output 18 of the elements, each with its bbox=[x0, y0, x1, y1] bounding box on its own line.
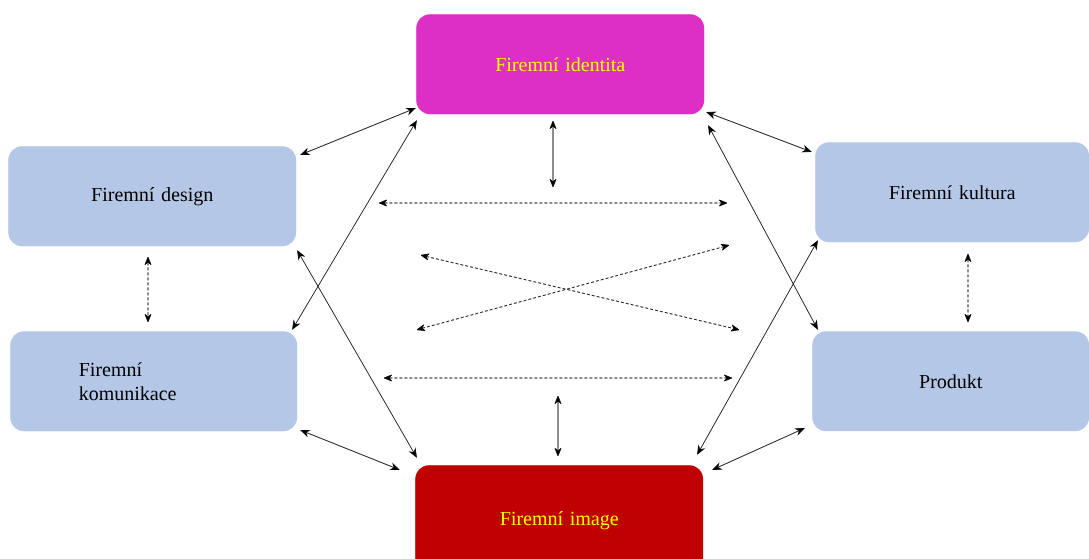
dashed-arrow bbox=[144, 256, 152, 323]
process-box: Produkt bbox=[812, 331, 1089, 432]
process-box: Firemní design bbox=[8, 146, 297, 247]
dashed-arrow bbox=[964, 253, 972, 323]
arrow bbox=[292, 120, 417, 330]
arrow bbox=[554, 395, 562, 457]
arrow bbox=[712, 428, 805, 470]
arrow bbox=[300, 108, 416, 155]
arrow bbox=[549, 120, 557, 188]
arrow bbox=[297, 250, 417, 458]
image-box: Firemní image bbox=[415, 465, 704, 559]
process-box: Firemní kultura bbox=[815, 142, 1089, 243]
arrow bbox=[697, 240, 818, 455]
arrow bbox=[706, 111, 812, 153]
identity-box: Firemní identita bbox=[416, 14, 705, 115]
process-box: Firemní komunikace bbox=[10, 331, 298, 432]
arrow bbox=[300, 430, 400, 470]
arrow bbox=[708, 125, 818, 330]
